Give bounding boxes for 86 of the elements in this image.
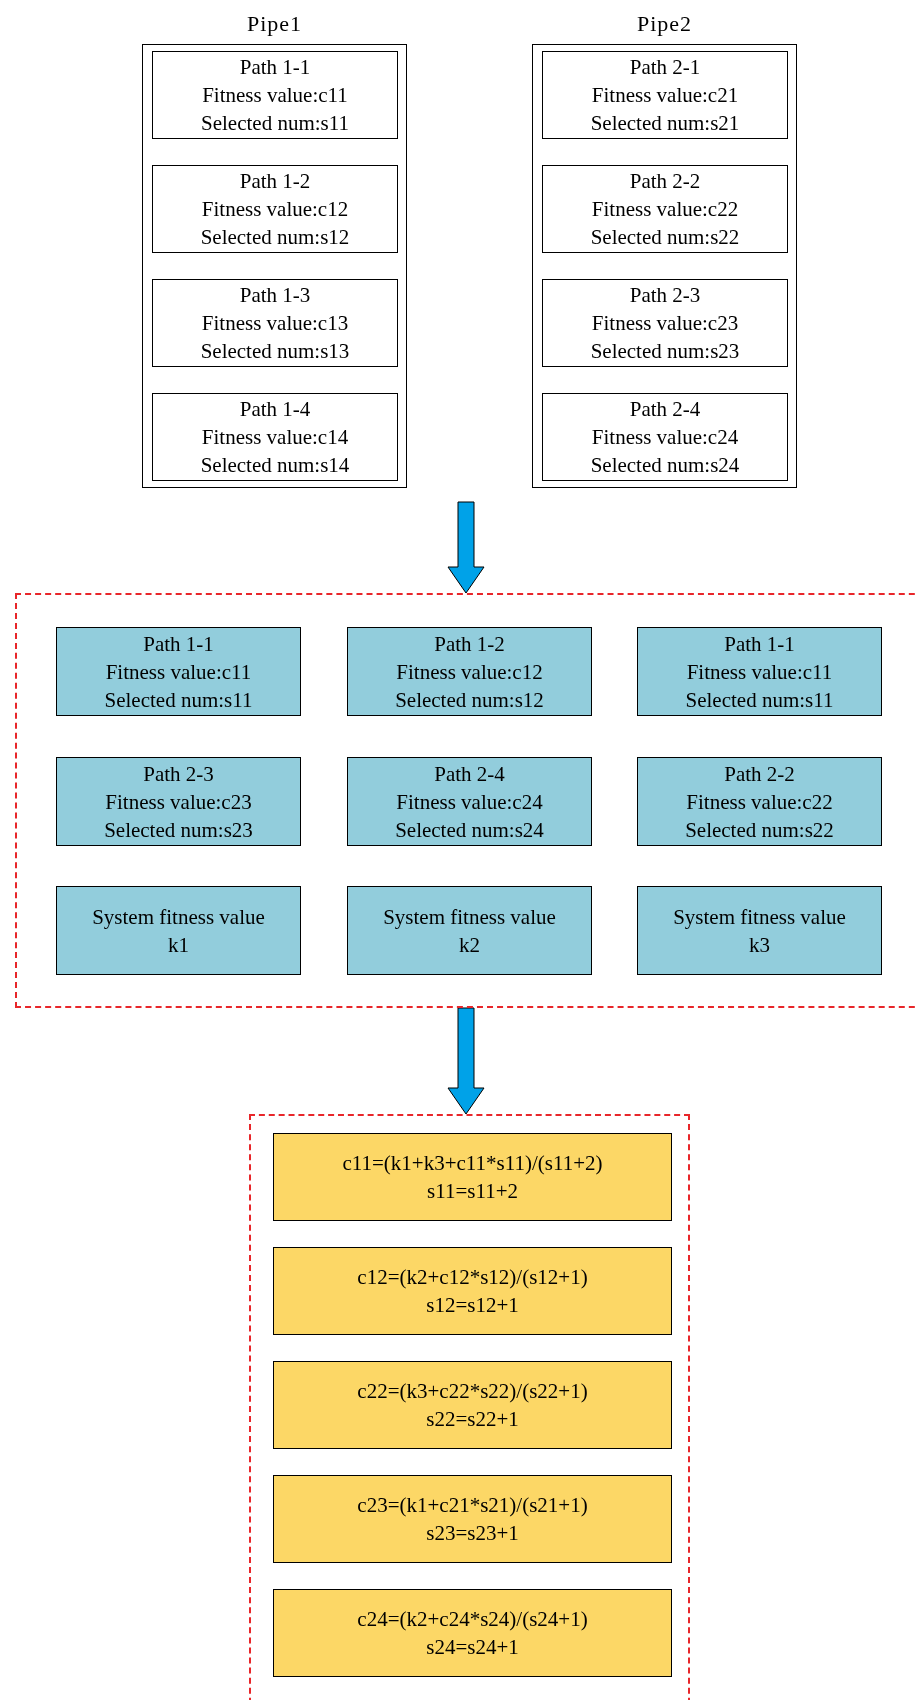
selected-path-box bbox=[637, 886, 882, 975]
dashed-group-box bbox=[15, 593, 916, 1008]
box-text: Selected num:s21 bbox=[590, 110, 740, 137]
box-text: Path 2-2 bbox=[724, 760, 795, 788]
box-text: Path 1-2 bbox=[239, 168, 311, 195]
selected-path-box bbox=[347, 886, 592, 975]
box-text: Fitness value:c11 bbox=[105, 658, 252, 686]
box-text: Path 2-3 bbox=[143, 760, 214, 788]
box-text: s11=s11+2 bbox=[427, 1178, 518, 1205]
box-text: s12=s12+1 bbox=[426, 1292, 519, 1319]
box-text: c24=(k2+c24*s24)/(s24+1) bbox=[357, 1606, 588, 1633]
box-text: Fitness value:c12 bbox=[201, 196, 349, 223]
path-box bbox=[152, 393, 398, 481]
box-text: Selected num:s24 bbox=[590, 452, 740, 479]
box-text: Path 1-1 bbox=[143, 630, 214, 658]
box-text: s24=s24+1 bbox=[426, 1634, 519, 1661]
box-text: Path 1-4 bbox=[239, 396, 311, 423]
box-text: System fitness value bbox=[92, 903, 265, 931]
selected-path-box bbox=[637, 757, 882, 846]
box-text: s22=s22+1 bbox=[426, 1406, 519, 1433]
box-text: c23=(k1+c21*s21)/(s21+1) bbox=[357, 1492, 588, 1519]
box-text: Path 2-2 bbox=[629, 168, 701, 195]
selected-path-box bbox=[347, 627, 592, 716]
box-text: Path 2-3 bbox=[629, 282, 701, 309]
selected-path-box bbox=[56, 757, 301, 846]
box-text: Fitness value:c23 bbox=[591, 310, 739, 337]
box-text: Path 2-1 bbox=[629, 54, 701, 81]
path-box bbox=[542, 393, 788, 481]
box-text: Fitness value:c24 bbox=[591, 424, 739, 451]
box-text: k1 bbox=[168, 931, 189, 959]
box-text: c22=(k3+c22*s22)/(s22+1) bbox=[357, 1378, 588, 1405]
box-text: Selected num:s13 bbox=[200, 338, 350, 365]
path-box bbox=[152, 51, 398, 139]
box-text: Selected num:s23 bbox=[104, 816, 253, 844]
update-formula-box bbox=[273, 1133, 672, 1221]
box-text: Path 2-4 bbox=[629, 396, 701, 423]
box-text: Path 1-1 bbox=[239, 54, 311, 81]
box-text: Fitness value:c23 bbox=[105, 788, 252, 816]
path-box bbox=[542, 279, 788, 367]
pipe-title: Pipe2 bbox=[635, 10, 694, 38]
box-text: Selected num:s22 bbox=[685, 816, 834, 844]
path-box bbox=[152, 279, 398, 367]
block-arrow bbox=[447, 501, 485, 594]
update-formula-box bbox=[273, 1475, 672, 1563]
box-text: Fitness value:c11 bbox=[686, 658, 833, 686]
box-text: Selected num:s11 bbox=[201, 110, 349, 137]
box-text: Selected num:s11 bbox=[104, 686, 253, 714]
box-text: Selected num:s24 bbox=[395, 816, 544, 844]
box-text: c12=(k2+c12*s12)/(s12+1) bbox=[357, 1264, 588, 1291]
box-text: System fitness value bbox=[673, 903, 846, 931]
box-text: Selected num:s22 bbox=[590, 224, 740, 251]
box-text: c11=(k1+k3+c11*s11)/(s11+2) bbox=[342, 1150, 603, 1177]
block-arrow bbox=[447, 1007, 485, 1115]
box-text: Fitness value:c24 bbox=[396, 788, 543, 816]
box-text: s23=s23+1 bbox=[426, 1520, 519, 1547]
box-text: Path 2-4 bbox=[434, 760, 505, 788]
box-text: Fitness value:c12 bbox=[396, 658, 543, 686]
box-text: Selected num:s14 bbox=[200, 452, 350, 479]
box-text: Fitness value:c14 bbox=[201, 424, 349, 451]
box-text: Selected num:s12 bbox=[200, 224, 350, 251]
path-box bbox=[152, 165, 398, 253]
box-text: k3 bbox=[749, 931, 770, 959]
path-box bbox=[542, 165, 788, 253]
box-text: Fitness value:c22 bbox=[591, 196, 739, 223]
pipe-title: Pipe1 bbox=[245, 10, 304, 38]
box-text: Selected num:s11 bbox=[685, 686, 834, 714]
box-text: Path 1-1 bbox=[724, 630, 795, 658]
update-formula-box bbox=[273, 1361, 672, 1449]
selected-path-box bbox=[56, 627, 301, 716]
dashed-group-box bbox=[249, 1114, 690, 1700]
box-text: k2 bbox=[459, 931, 480, 959]
update-formula-box bbox=[273, 1589, 672, 1677]
box-text: System fitness value bbox=[383, 903, 556, 931]
box-text: Selected num:s23 bbox=[590, 338, 740, 365]
box-text: Fitness value:c21 bbox=[591, 82, 739, 109]
box-text: Path 1-3 bbox=[239, 282, 311, 309]
box-text: Path 1-2 bbox=[434, 630, 505, 658]
box-text: Selected num:s12 bbox=[395, 686, 544, 714]
box-text: Fitness value:c11 bbox=[202, 82, 348, 109]
selected-path-box bbox=[347, 757, 592, 846]
update-formula-box bbox=[273, 1247, 672, 1335]
selected-path-box bbox=[56, 886, 301, 975]
selected-path-box bbox=[637, 627, 882, 716]
box-text: Fitness value:c13 bbox=[201, 310, 349, 337]
box-text: Fitness value:c22 bbox=[686, 788, 833, 816]
path-box bbox=[542, 51, 788, 139]
